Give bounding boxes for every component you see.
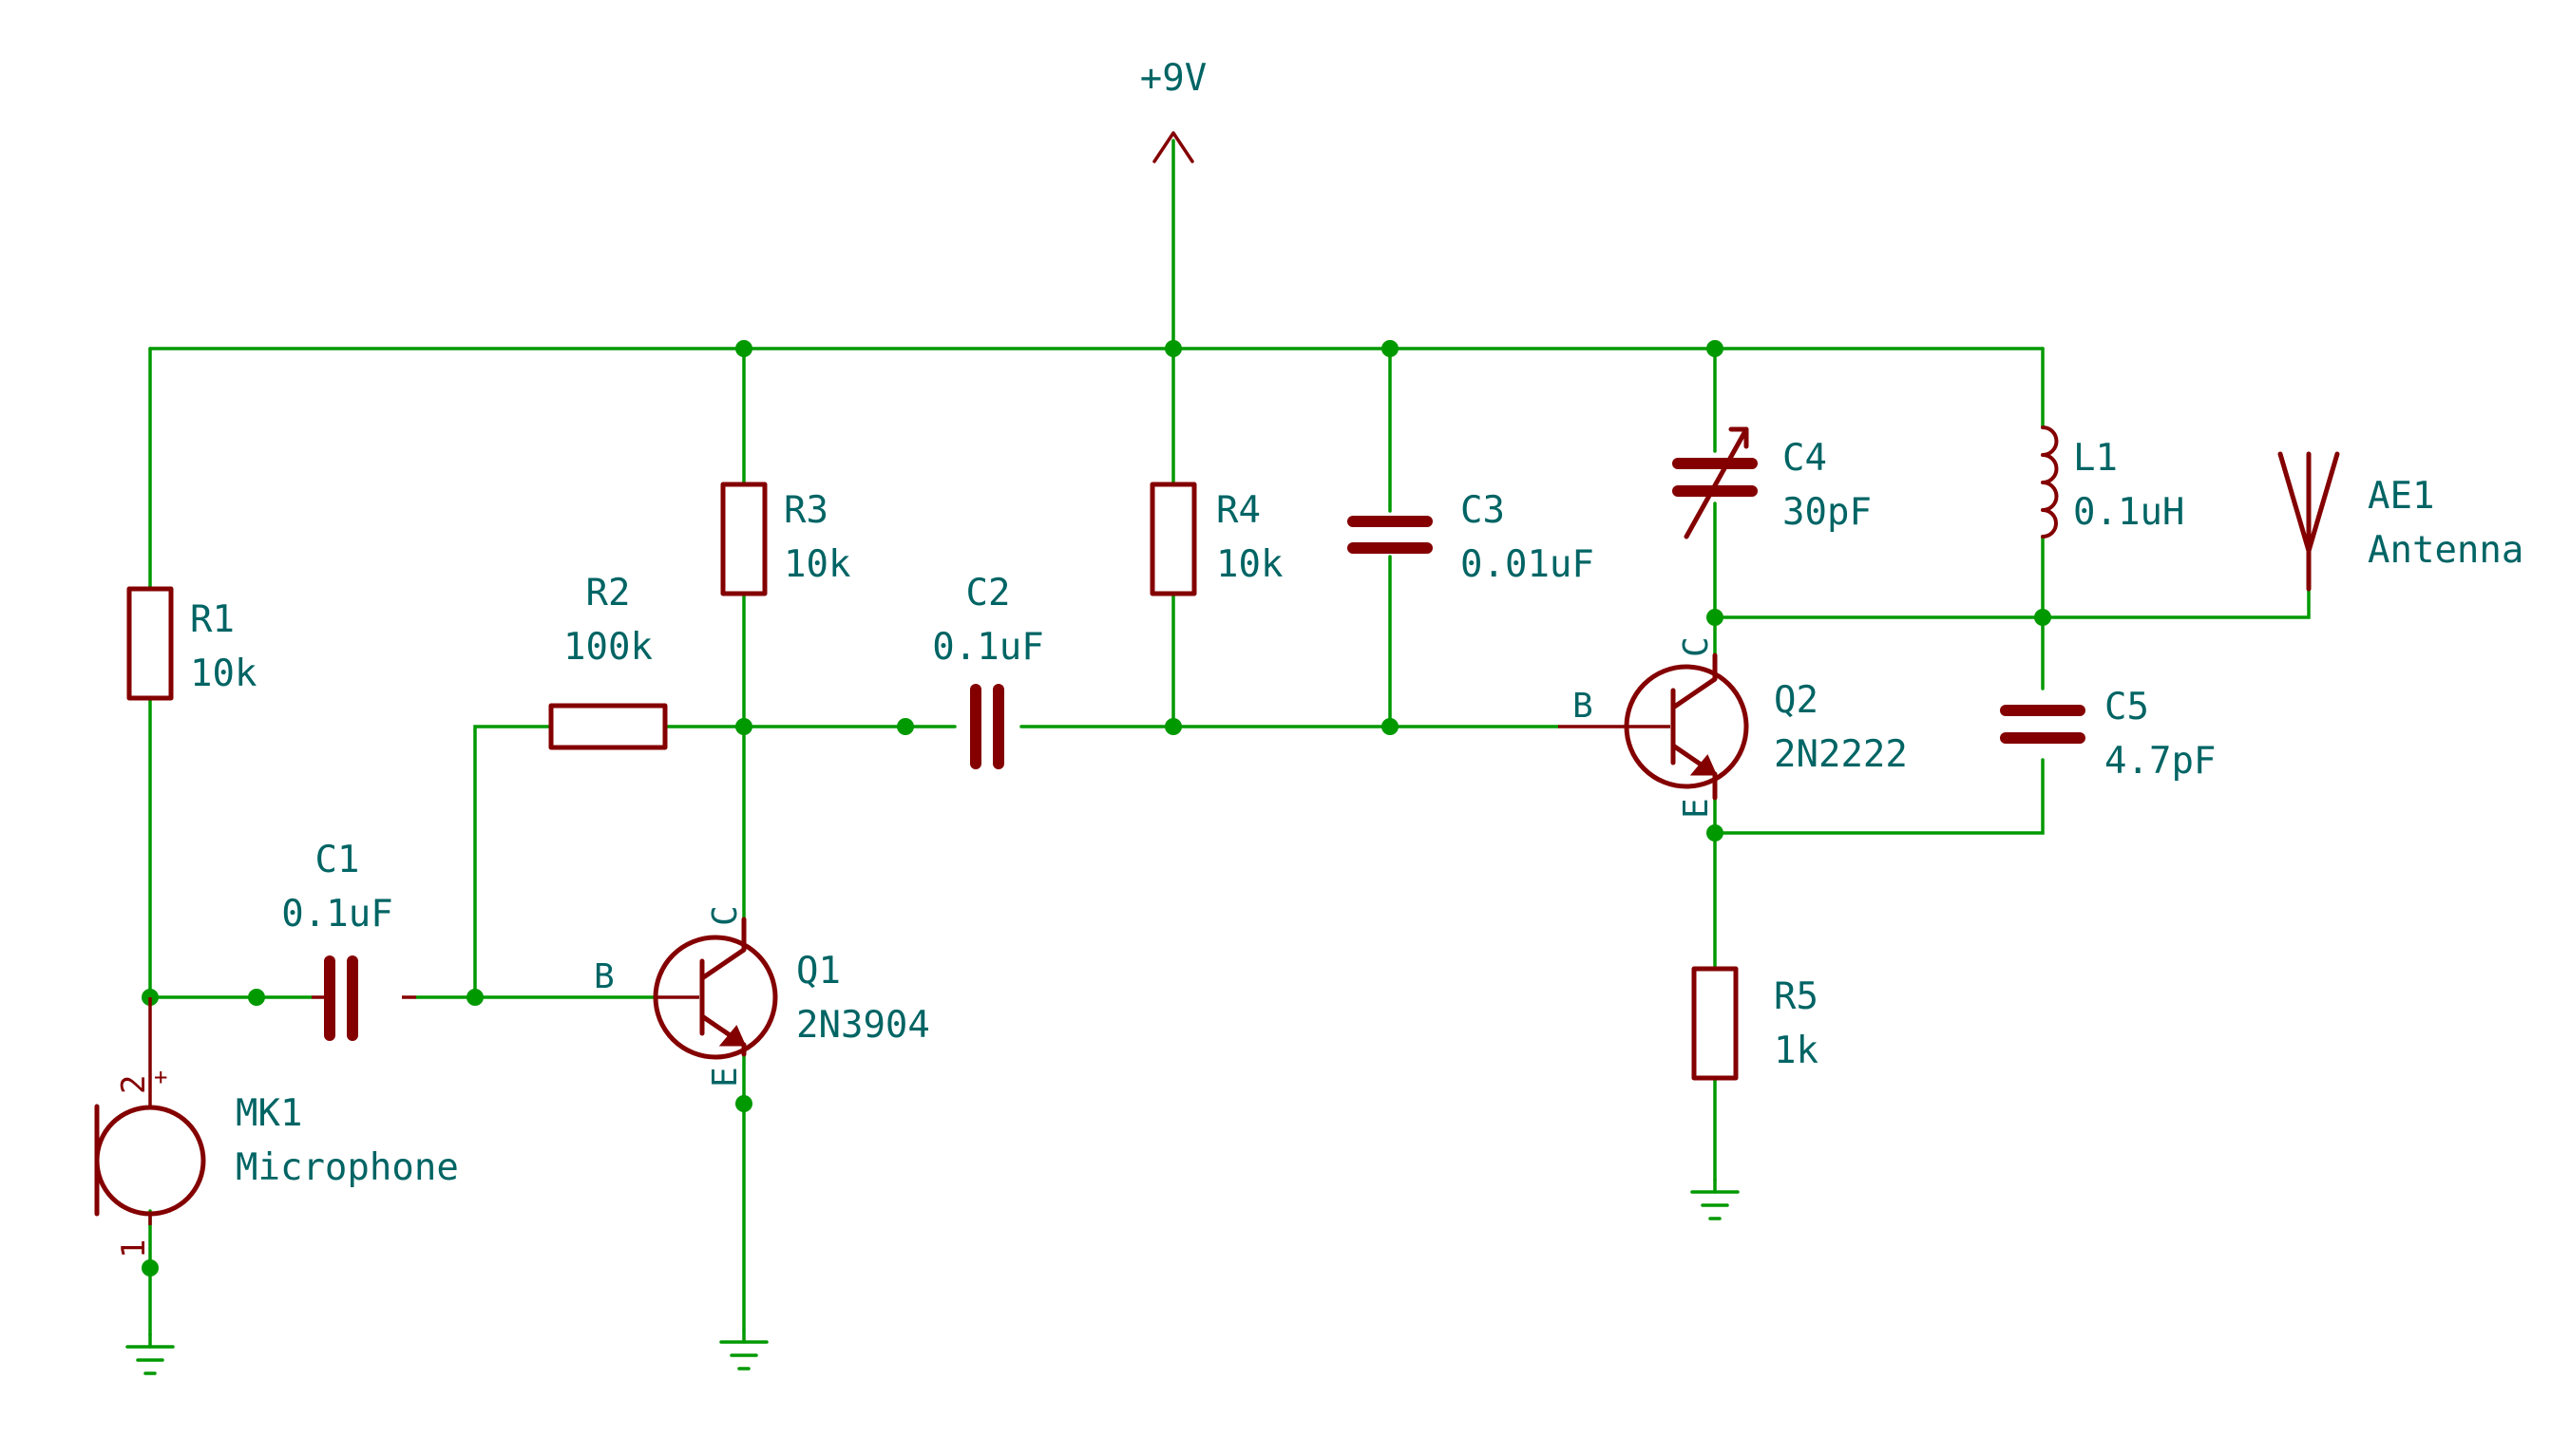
r1-ref: R1 [190,598,235,641]
r4-value: 10k [1216,543,1283,586]
c5-value: 4.7pF [2104,740,2216,783]
capacitor-c1: C1 0.1uF [281,839,416,1041]
resistor-r5: R5 1k [1691,966,1818,1081]
junctions [142,340,2051,1276]
c4-value: 30pF [1782,491,1872,534]
junction-dot [1381,718,1399,735]
junction-dot [1706,340,1723,357]
junction-dot [1381,340,1399,357]
q2-base-label: B [1572,687,1593,726]
junction-dot [1706,609,1723,626]
junction-dot [142,1259,159,1276]
r2-ref: R2 [586,572,631,615]
capacitor-c4-variable: C4 30pF [1672,426,1872,539]
q2-emitter-label: E [1677,798,1716,819]
c3-value: 0.01uF [1460,543,1594,586]
r2-value: 100k [563,626,653,669]
ae1-ref: AE1 [2368,475,2434,518]
junction-dot [735,1095,752,1112]
l1-ref: L1 [2073,437,2118,480]
antenna-ae1: AE1 Antenna [2277,451,2523,592]
q1-collector-label: C [706,905,745,926]
r1-value: 10k [190,652,257,695]
junction-dot [1165,718,1182,735]
resistor-r1: R1 10k [126,586,257,701]
wires [148,139,2311,1336]
r5-ref: R5 [1774,975,1818,1018]
junction-dot [1165,340,1182,357]
q1-value: 2N3904 [796,1004,930,1047]
c1-ref: C1 [315,839,360,881]
transistor-q2: B C E Q2 2N2222 [1558,636,1908,819]
mic-pin2-label: 2 [115,1075,153,1094]
capacitor-c5: C5 4.7pF [2000,686,2216,783]
inductor-l1: L1 0.1uH [2041,425,2184,539]
resistor-r2: R2 100k [548,572,668,750]
q1-ref: Q1 [796,950,841,993]
power-label: +9V [1140,57,1207,100]
ground-q1 [719,1328,769,1371]
c1-value: 0.1uF [281,893,392,936]
junction-dot [248,989,265,1006]
junction-dot [735,718,752,735]
c2-ref: C2 [966,572,1011,615]
microphone-mk1: 2 + 1 MK1 Microphone [94,997,459,1258]
ground-r5 [1690,1178,1740,1220]
c5-ref: C5 [2104,686,2149,728]
junction-dot [466,989,484,1006]
capacitor-c2: C2 0.1uF [932,572,1044,769]
power-9v: +9V [1140,57,1207,163]
r3-ref: R3 [784,489,828,532]
junction-dot [2034,609,2051,626]
q2-ref: Q2 [1774,679,1818,722]
r4-ref: R4 [1216,489,1261,532]
q1-emitter-label: E [706,1067,745,1087]
junction-dot [1706,824,1723,841]
r3-value: 10k [784,543,850,586]
resistor-r3: R3 10k [720,482,850,596]
r5-value: 1k [1774,1030,1818,1072]
c2-value: 0.1uF [932,626,1043,669]
q2-value: 2N2222 [1774,733,1908,776]
c3-ref: C3 [1460,489,1505,532]
resistor-r4: R4 10k [1150,482,1283,596]
q1-base-label: B [594,957,615,996]
ground-mic [125,1333,175,1375]
q2-collector-label: C [1677,636,1716,657]
l1-value: 0.1uH [2073,491,2184,534]
transistor-q1: B C E Q1 2N3904 [594,905,930,1087]
ae1-value: Antenna [2368,529,2523,572]
junction-dot [897,718,914,735]
mic-plus-label: + [154,1064,167,1090]
mic-pin1-label: 1 [115,1239,153,1258]
junction-dot [735,340,752,357]
capacitor-c3: C3 0.01uF [1347,489,1594,586]
c4-ref: C4 [1782,437,1827,480]
mk1-ref: MK1 [236,1092,302,1135]
mk1-value: Microphone [236,1146,459,1189]
